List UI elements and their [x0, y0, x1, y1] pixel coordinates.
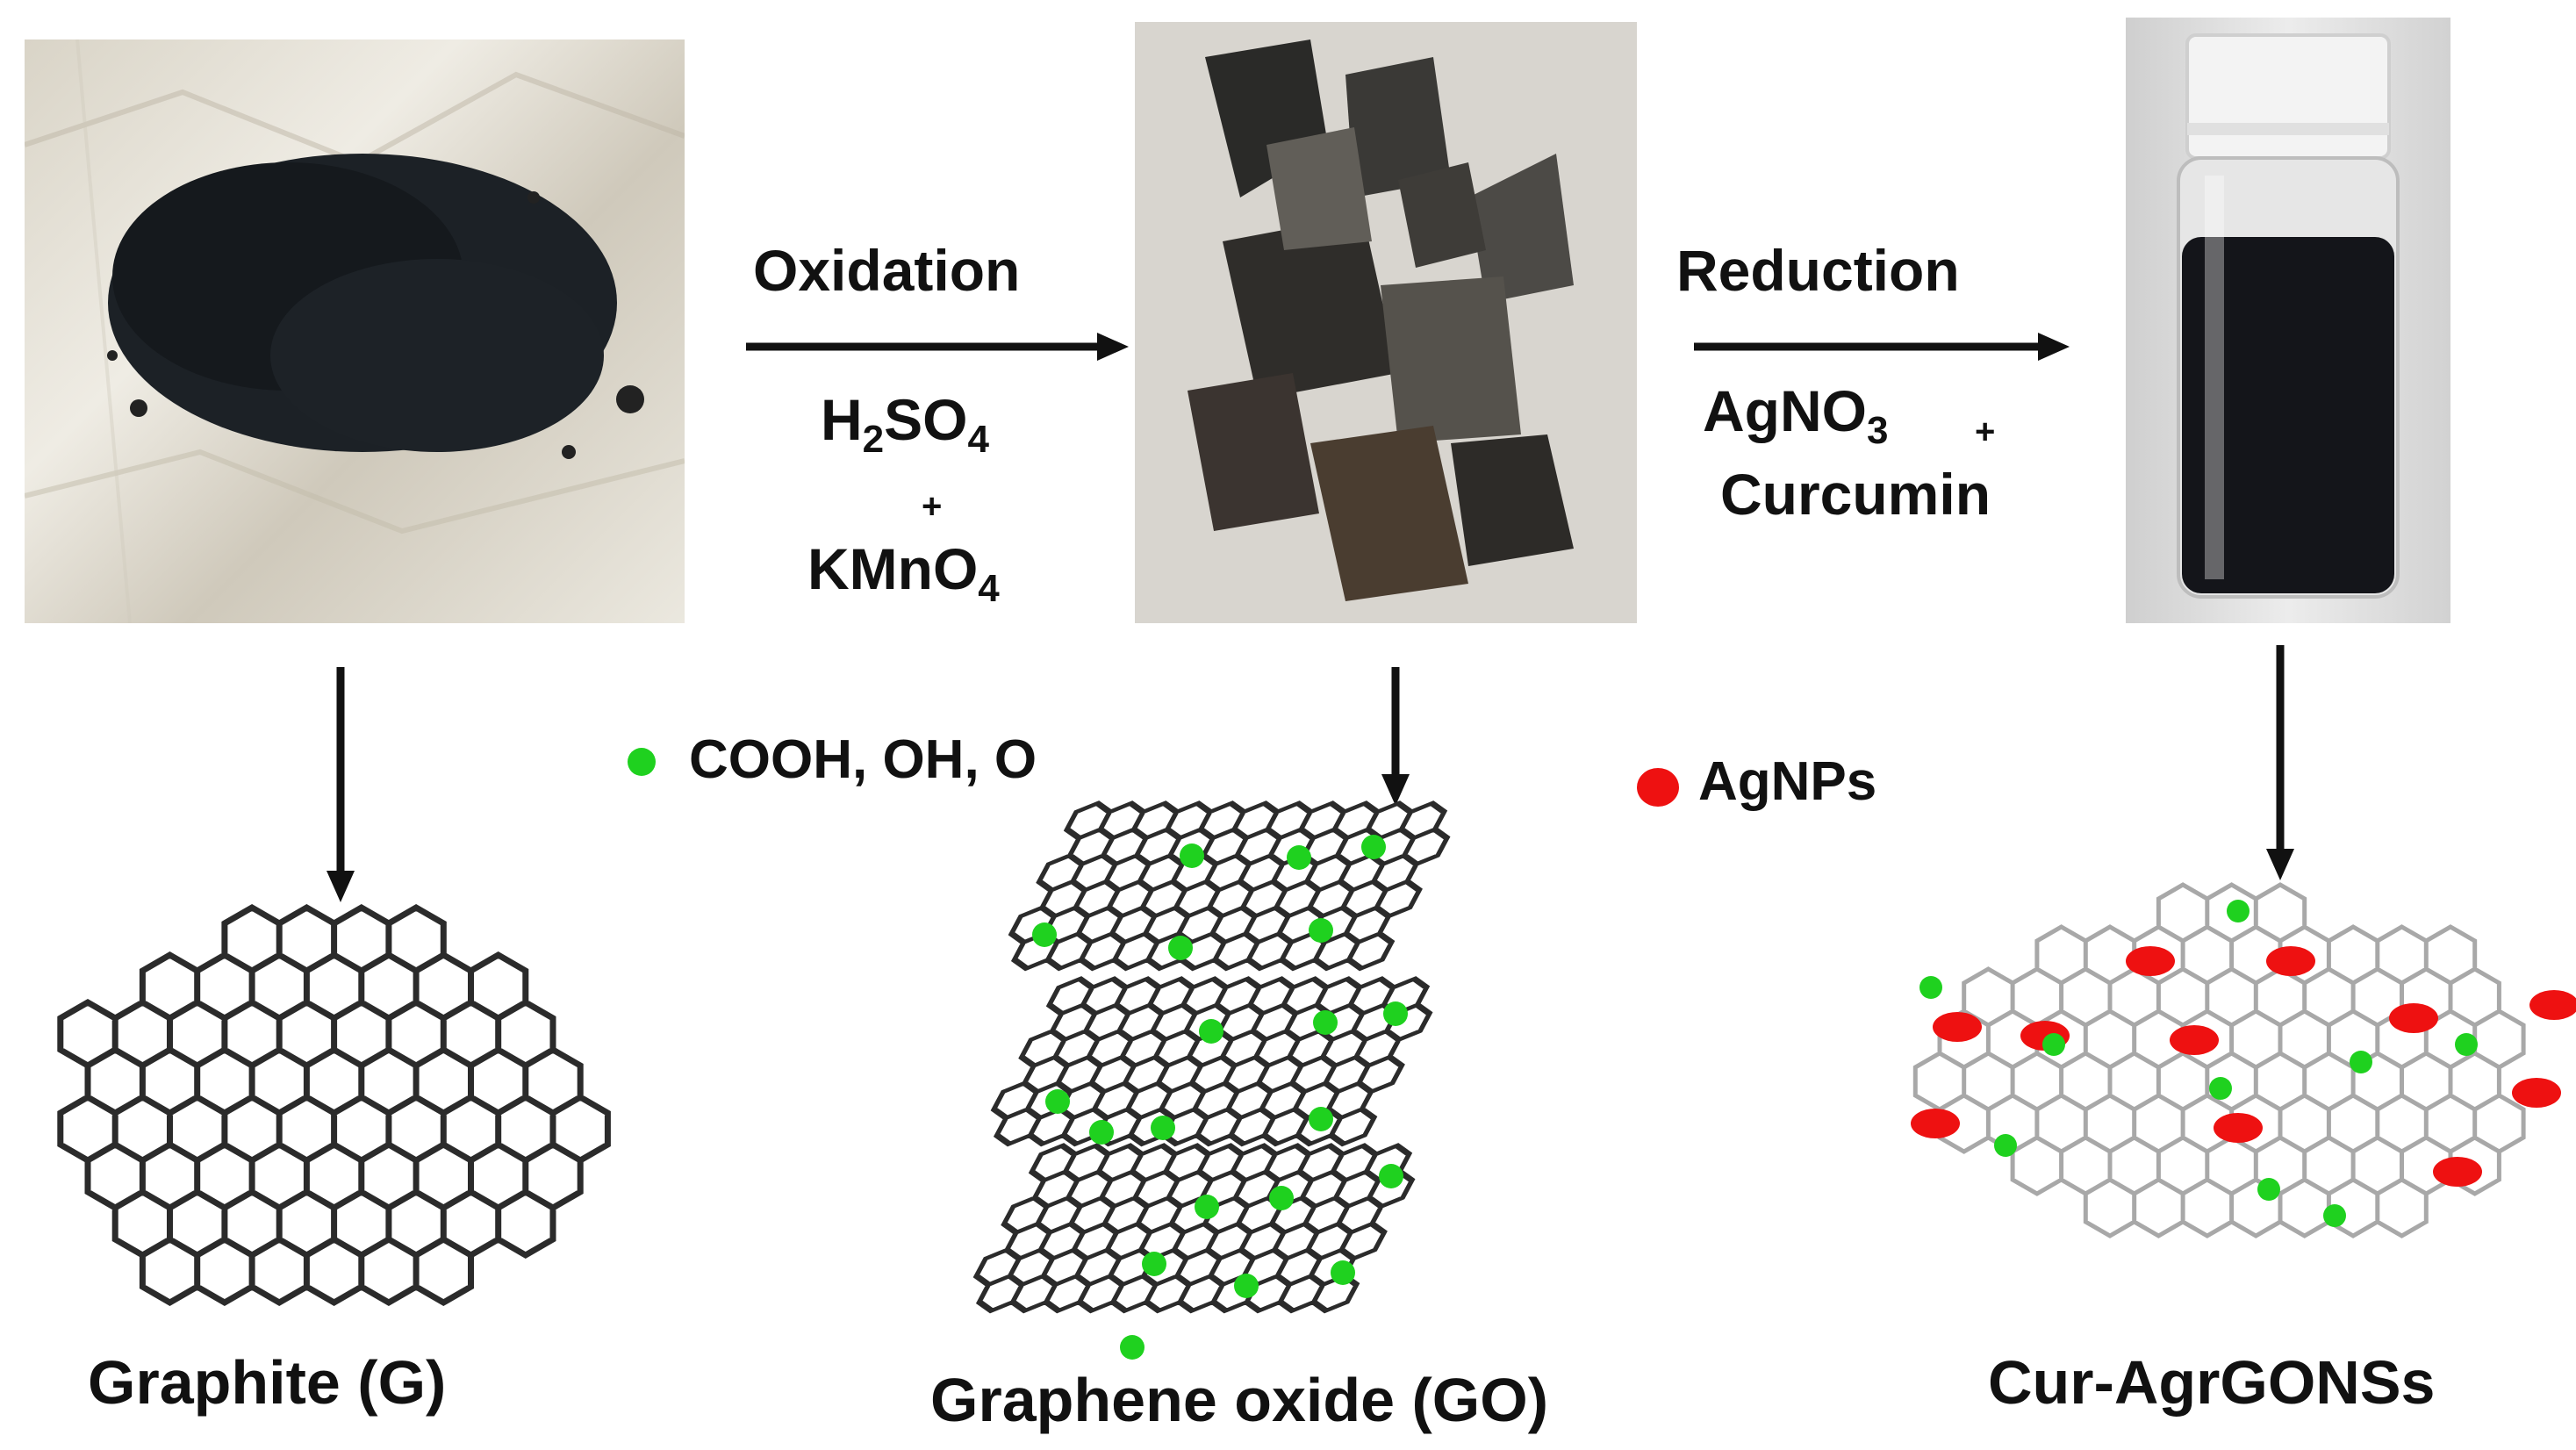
product-functional-group-dot-1	[2227, 900, 2250, 922]
product-functional-group-dot-7	[2257, 1178, 2280, 1201]
graphene-oxide-lattice-stack	[972, 800, 1451, 1360]
agnp-dot-8	[2512, 1078, 2561, 1108]
go-functional-group-dot-5	[1168, 936, 1193, 960]
product-functional-group-dot-4	[2350, 1051, 2372, 1073]
go-functional-group-dot-18	[1234, 1274, 1259, 1298]
down-arrow-go	[1381, 667, 1410, 806]
go-functional-group-dot-1	[1180, 843, 1204, 868]
go-functional-group-dot-10	[1045, 1089, 1070, 1114]
go-functional-group-dot-13	[1309, 1107, 1333, 1131]
agnp-dot-11	[2170, 1025, 2219, 1055]
go-functional-group-dot-11	[1089, 1120, 1114, 1145]
go-functional-group-dot-3	[1361, 835, 1386, 859]
product-functional-group-dot-9	[2209, 1077, 2232, 1100]
go-functional-group-dot-2	[1287, 845, 1311, 870]
oxidation-arrow	[746, 333, 1129, 361]
graphite-lattice	[57, 903, 611, 1307]
reduction-arrow	[1694, 333, 2070, 361]
go-sheet-3	[972, 1143, 1416, 1314]
oxidation-reagent-kmno4: KMnO4	[807, 536, 1000, 610]
reduction-reagent-curcumin: Curcumin	[1720, 462, 1991, 527]
caption-product: Cur-AgrGONSs	[1988, 1348, 2436, 1417]
go-sheet-2-bonds	[990, 976, 1433, 1147]
agnp-dot-10	[2433, 1157, 2482, 1187]
oxidation-label: Oxidation	[753, 238, 1021, 303]
go-functional-group-dot-7	[1199, 1019, 1223, 1044]
product-sheet-bonds	[1912, 882, 2526, 1238]
reduction-label: Reduction	[1676, 238, 1960, 303]
oxidation-plus: +	[922, 487, 943, 526]
agnp-dot-1	[2126, 946, 2175, 976]
go-sheet-1-bonds	[1008, 800, 1451, 972]
go-functional-group-dot-14	[1195, 1195, 1219, 1219]
graphite-sheet	[57, 903, 611, 1307]
product-functional-group-dot-3	[2042, 1033, 2065, 1056]
down-arrow-product	[2266, 645, 2294, 880]
graphene-oxide-flakes-photo	[1135, 22, 1637, 623]
legend-groups-label: COOH, OH, O	[689, 729, 1037, 790]
reduction-reagent-agno3: AgNO3	[1703, 378, 1889, 452]
go-functional-group-dot-20	[1120, 1335, 1144, 1360]
down-arrow-graphite	[326, 667, 355, 902]
graphite-powder-photo	[25, 39, 685, 623]
go-sheet-1	[1008, 800, 1451, 972]
go-functional-group-dot-9	[1383, 1001, 1408, 1026]
agnp-dot-7	[1911, 1109, 1960, 1138]
go-functional-group-dot-15	[1269, 1186, 1294, 1210]
go-functional-group-dot-12	[1151, 1116, 1175, 1140]
go-functional-group-dot-17	[1142, 1252, 1166, 1276]
cur-agrgonss-lattice	[1911, 882, 2576, 1238]
agnp-dot-6	[2529, 990, 2576, 1020]
agnp-dot-4	[2389, 1003, 2438, 1033]
product-sheet	[1912, 882, 2526, 1238]
caption-graphite: Graphite (G)	[88, 1348, 447, 1417]
graphite-sheet-bonds	[57, 903, 611, 1307]
agnp-dot-3	[1933, 1012, 1982, 1042]
go-functional-group-dot-4	[1032, 922, 1057, 947]
legend-red-dot-icon	[1637, 768, 1679, 807]
caption-go: Graphene oxide (GO)	[930, 1366, 1548, 1434]
vial-photo	[2126, 18, 2450, 623]
reduction-plus: +	[1975, 413, 1996, 451]
product-functional-group-dot-5	[2455, 1033, 2478, 1056]
go-functional-group-dot-8	[1313, 1010, 1338, 1035]
go-functional-group-dot-6	[1309, 918, 1333, 943]
oxidation-reagent-h2so4: H2SO4	[821, 387, 989, 461]
go-functional-group-dot-16	[1379, 1164, 1403, 1188]
product-functional-group-dot-2	[1919, 976, 1942, 999]
agnp-dot-9	[2214, 1113, 2263, 1143]
go-sheet-3-bonds	[972, 1143, 1416, 1314]
legend-agnps-label: AgNPs	[1698, 751, 1877, 812]
go-functional-group-dot-19	[1331, 1260, 1355, 1285]
product-functional-group-dot-8	[2323, 1204, 2346, 1227]
go-sheet-2	[990, 976, 1433, 1147]
product-functional-group-dot-6	[1994, 1134, 2017, 1157]
legend-green-dot-icon	[628, 748, 656, 776]
agnp-dot-2	[2266, 946, 2315, 976]
